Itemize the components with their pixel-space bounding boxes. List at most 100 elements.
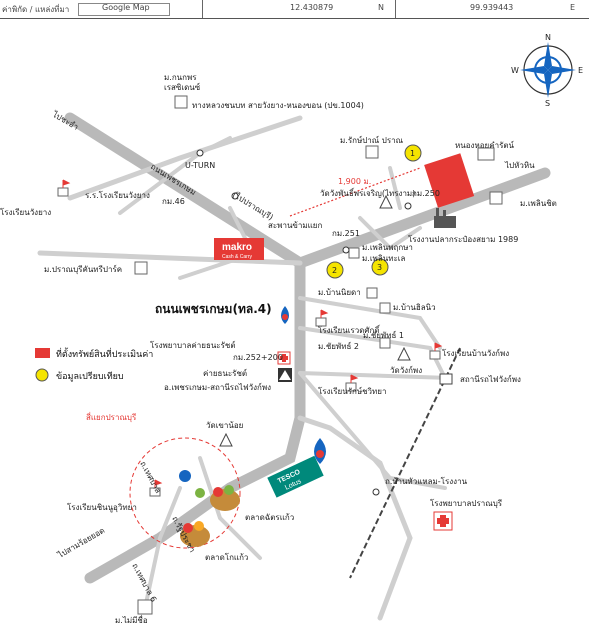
local-road-4 [298,296,442,350]
distance-label: 1,900 ม. [338,177,371,186]
coordinates-header: ค่าพิกัด / แหล่งที่มา Google Map 12.4308… [0,0,589,19]
phetkasem-road-label: ถนนเพชรเกษม(ทล.4) [155,302,272,316]
place-label: โรงงานปลากระป๋องสยาม 1989 [408,234,518,244]
local-road-3 [178,256,242,280]
place-label: วัดวังก์พง [390,365,422,375]
place-label: วัดเขาน้อย [206,421,243,430]
school-icon [149,479,163,497]
place-label: ม.กนกพร [164,73,197,82]
place-label: โรงเรียนรักษ์ชวิทยา [318,386,386,396]
local-road-11 [358,216,422,251]
compass-n: N [545,33,551,42]
local-road-6 [298,371,452,380]
hospital-icon [277,351,291,365]
place-label: ม.เพลินพฤกษา [362,243,413,252]
junction-markers [196,149,412,496]
local-road-12 [388,166,402,210]
compass-s: S [545,99,550,108]
place-label: ร.ร.โรงเรียนวังยาง [85,190,150,200]
marker-label: 1 [410,149,415,158]
km-252-label: กม.252+200 [233,353,283,362]
building-icon [477,147,495,161]
place-label: ถ.บ้านหัวแหลม-โรงงาน [385,476,468,486]
railway [349,347,461,579]
pranburi-junction-label: สี่แยกปราณบุรี [86,411,137,422]
market-icon [195,488,205,498]
place-label: ม.ชัยพัทธ์ 1 [363,330,404,340]
local-road-5 [298,326,447,380]
to-cha-am-label: ไปชะอำ [50,109,80,131]
comparable-markers: 1 2 3 [326,144,422,279]
building-icon [489,191,503,205]
makro-logo: makro Cash & Carry [214,238,264,260]
latitude-value: 12.430879 [290,3,334,12]
market-icon [210,485,240,511]
tesco-logo: TESCO Lotus [267,455,324,498]
comparable-marker [326,261,344,279]
local-road-7 [298,371,447,490]
army-camp-icon [278,368,292,382]
pranburi-junction-circle [129,437,241,549]
local-road-1 [37,250,303,266]
local-road-8 [297,415,413,621]
road-to-hua-hin [294,167,551,269]
building-icon [174,95,188,109]
place-label: ทางหลวงชนบท สายวังยาง-หนองขอน (ปข.1004) [192,101,364,110]
km-250-label: กม.250 [412,189,440,198]
distance-line [289,167,421,217]
comparable-marker [404,144,422,162]
place-label: ม.ชัยพัทธ์ 2 [318,341,359,351]
building-icon [137,599,153,615]
map-legend: ที่ตั้งทรัพย์สินที่ประเมินค่า ข้อมูลเปรี… [35,347,153,382]
legend-comparable-swatch [35,368,49,382]
legend-subject-swatch [35,348,50,358]
legend-subject-label: ที่ตั้งทรัพย์สินที่ประเมินค่า [56,347,153,360]
place-label: โรงเรียนชินนูอุวิทยา [67,502,137,513]
place-label: สถานีรถไฟวังก์พง [460,374,521,384]
place-label: ม.บ้านนิยดา [318,288,361,297]
bridge-label: สะพานข้ามแยก [268,221,322,230]
to-sam-roi-yot-label: ไปสามร้อยยอด [56,526,107,560]
subject-property [424,153,475,208]
lon-dir: E [570,3,576,12]
gas-station-icon [314,438,326,464]
place-label: ม.ปราณบุรีคันทรีปาร์ค [44,264,122,274]
makro-name: makro [222,242,252,253]
place-label: ม.เพลินทะเล [362,254,406,263]
marker-label: 2 [332,266,337,275]
longitude-value: 99.939443 [470,3,514,12]
place-label: โรงเรียนวังยาง [0,207,51,217]
uturn-label: U-TURN [185,161,215,170]
lat-dir: N [378,3,384,12]
place-label: ม.บ้านฮิลนิว [393,303,436,312]
divider [395,0,396,18]
place-label: ม.เพลินชิต [520,199,557,208]
school-icon [429,342,443,360]
building-icon [379,302,391,314]
temple-icon [379,194,393,209]
marker-label: 3 [377,263,382,272]
km-46-label: กม.46 [162,197,185,206]
compass-e: E [578,66,583,75]
place-label: โรงเรียนเรวดศักดิ์ [318,324,381,335]
km-251-label: กม.251 [332,229,360,238]
hospital-icon [433,511,453,531]
building-icon [365,145,379,159]
place-label: เรสซิเดนซ์ [164,82,201,92]
place-label: ตลาดโกแก้ว [205,552,248,562]
school-icon [345,374,359,392]
local-road-10 [143,486,182,610]
place-label: ตลาดฉัตรแก้ว [245,513,294,522]
school-icon [315,309,329,327]
market-icon [180,521,210,547]
temple-icons [219,194,411,447]
building-icon [366,287,378,299]
school-icon [57,179,71,197]
building-icons [134,95,503,615]
temple-icon [397,346,411,361]
compass-icon: N S E W [511,33,583,108]
building-icon [379,337,391,349]
source-field [78,3,170,16]
to-hua-hin-label: ไปหัวหิน [504,161,535,170]
place-label: ม.ไม่มีชื่อ [115,614,148,625]
